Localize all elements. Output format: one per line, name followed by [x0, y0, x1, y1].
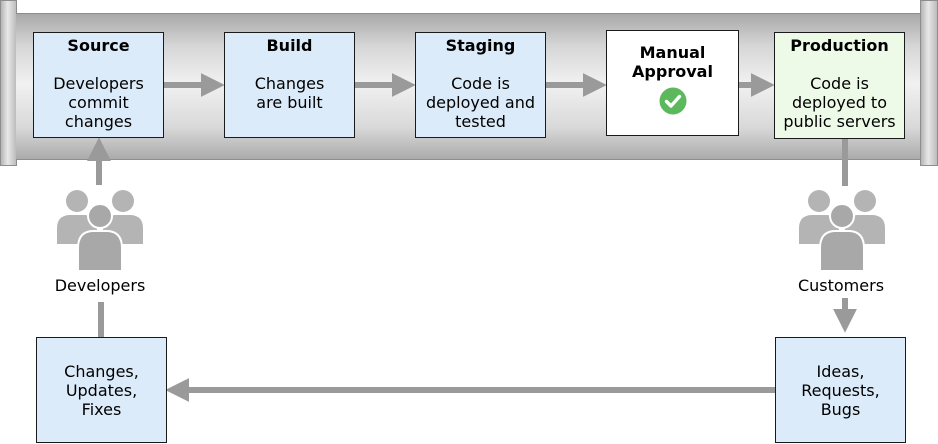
customers-label: Customers	[797, 276, 885, 295]
stage-title: Manual Approval	[632, 43, 713, 81]
stage-title: Production	[790, 36, 889, 55]
stage-title: Staging	[445, 36, 516, 55]
stage-production: Production Code is deployed to public se…	[774, 32, 905, 139]
stage-title: Build	[266, 36, 313, 55]
checkmark-icon	[659, 87, 686, 115]
stage-description: Developers commit changes	[53, 74, 144, 131]
stage-build: Build Changes are built	[224, 32, 355, 138]
feedback-ideas-text: Ideas, Requests, Bugs	[801, 361, 880, 419]
stage-staging: Staging Code is deployed and tested	[415, 32, 546, 138]
feedback-changes-text: Changes, Updates, Fixes	[64, 361, 139, 419]
stage-manual-approval: Manual Approval	[606, 30, 739, 136]
stage-title: Source	[67, 36, 130, 55]
stage-description: Code is deployed to public servers	[783, 74, 896, 131]
pipeline-left-cap	[0, 0, 17, 166]
stage-description: Code is deployed and tested	[425, 74, 536, 131]
developers-icon	[57, 190, 143, 272]
pipeline-right-cap	[920, 0, 938, 166]
feedback-ideas-box: Ideas, Requests, Bugs	[775, 337, 906, 443]
customers-icon	[799, 190, 885, 272]
stage-description: Changes are built	[254, 74, 325, 112]
feedback-changes-box: Changes, Updates, Fixes	[36, 337, 167, 443]
developers-label: Developers	[54, 276, 146, 295]
stage-source: Source Developers commit changes	[33, 32, 164, 138]
